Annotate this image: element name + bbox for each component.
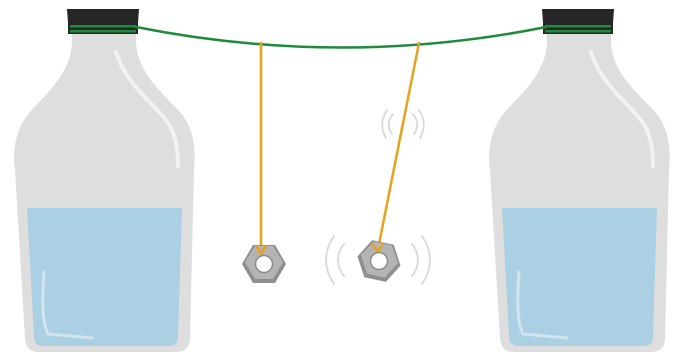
right-hex-nut-icon [354, 238, 405, 284]
right-bottle [489, 9, 670, 352]
right-water [502, 208, 657, 346]
right-pendulum [354, 43, 419, 284]
left-pendulum [242, 43, 286, 283]
right-pendulum-thread [378, 43, 419, 249]
left-water [27, 208, 182, 346]
left-bottle [14, 9, 195, 352]
right-bottle-cap [542, 9, 614, 34]
connecting-string [136, 27, 546, 48]
left-bottle-cap [67, 9, 139, 34]
